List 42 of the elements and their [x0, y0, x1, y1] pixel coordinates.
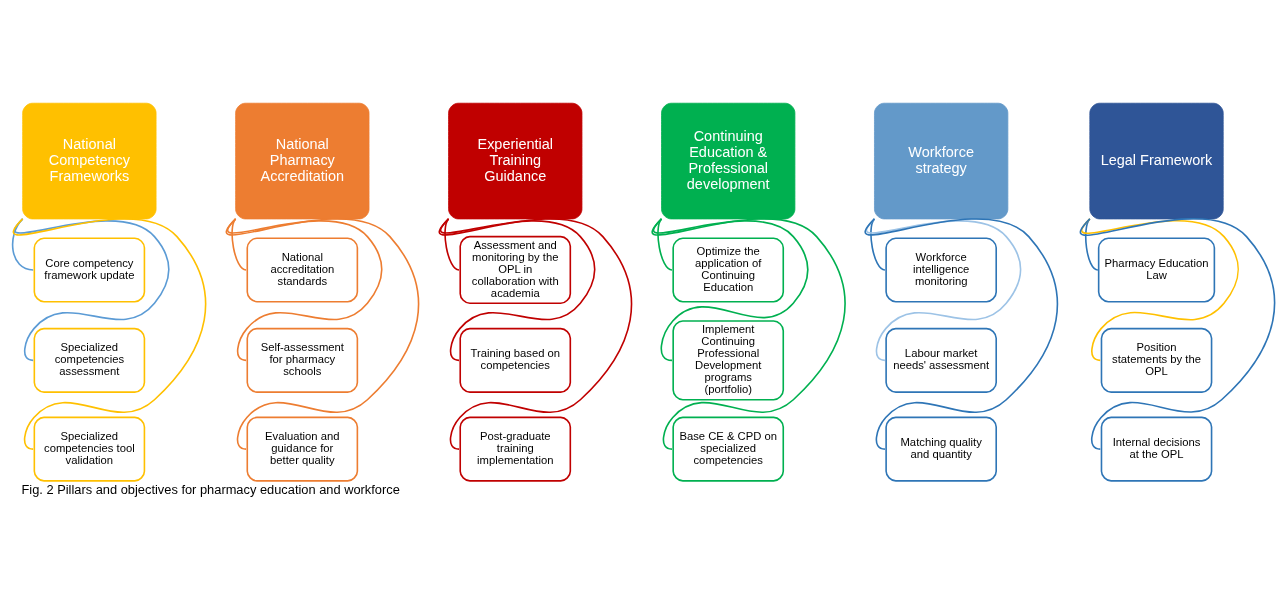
connector [657, 218, 673, 271]
node-box: Specialized competencies tool validation [33, 416, 146, 482]
connector [864, 218, 1059, 450]
node-box: Workforce intelligence monitoring [885, 237, 997, 303]
node-box: Workforce strategy [874, 102, 1009, 220]
connector [439, 218, 633, 450]
node-box: Training based on competencies [459, 327, 572, 393]
node-box: Pharmacy Education Law [1097, 237, 1216, 303]
connector [653, 218, 809, 362]
node-box: Legal Framework [1089, 102, 1224, 220]
connector [440, 218, 596, 362]
node-box: Self-assessment for pharmacy schools [246, 327, 359, 393]
node-box: Labour market needs' assessment [885, 327, 997, 393]
connector [226, 218, 420, 450]
node-box: Core competency framework update [33, 237, 146, 303]
connector [227, 218, 383, 362]
connector [13, 218, 207, 450]
connector [870, 218, 886, 271]
node-box: Post-graduate training implementation [459, 416, 572, 482]
connector [1080, 217, 1276, 450]
node-box: Optimize the application of Continuing Education [672, 237, 785, 303]
connector [651, 218, 846, 450]
node-box: National Pharmacy Accreditation [235, 102, 370, 220]
connector [1081, 218, 1240, 362]
node-box: National accreditation standards [246, 237, 359, 303]
node-box: Internal decisions at the OPL [1100, 416, 1213, 482]
node-box: Evaluation and guidance for better quality [246, 416, 359, 482]
node-box: National Competency Frameworks [22, 102, 157, 220]
node-box: Implement Continuing Professional Development programs (portfolio) [672, 320, 785, 401]
node-box: Experiential Training Guidance [448, 102, 583, 220]
node-box: Continuing Education & Professional development [661, 102, 796, 220]
connector [444, 218, 460, 271]
connector [231, 218, 247, 271]
node-box: Base CE & CPD on specialized competencies [672, 416, 785, 482]
connector [866, 218, 1022, 362]
node-box: Assessment and monitoring by the OPL in collaboration with academia [459, 235, 572, 305]
node-box: Matching quality and quantity [885, 416, 997, 482]
connector [14, 218, 170, 362]
node-box: Position statements by the OPL [1100, 327, 1213, 393]
connector [1084, 218, 1099, 271]
node-box: Specialized competencies assessment [33, 327, 146, 393]
caption: Fig. 2 Pillars and objectives for pharmacy education and workforce [21, 482, 400, 498]
